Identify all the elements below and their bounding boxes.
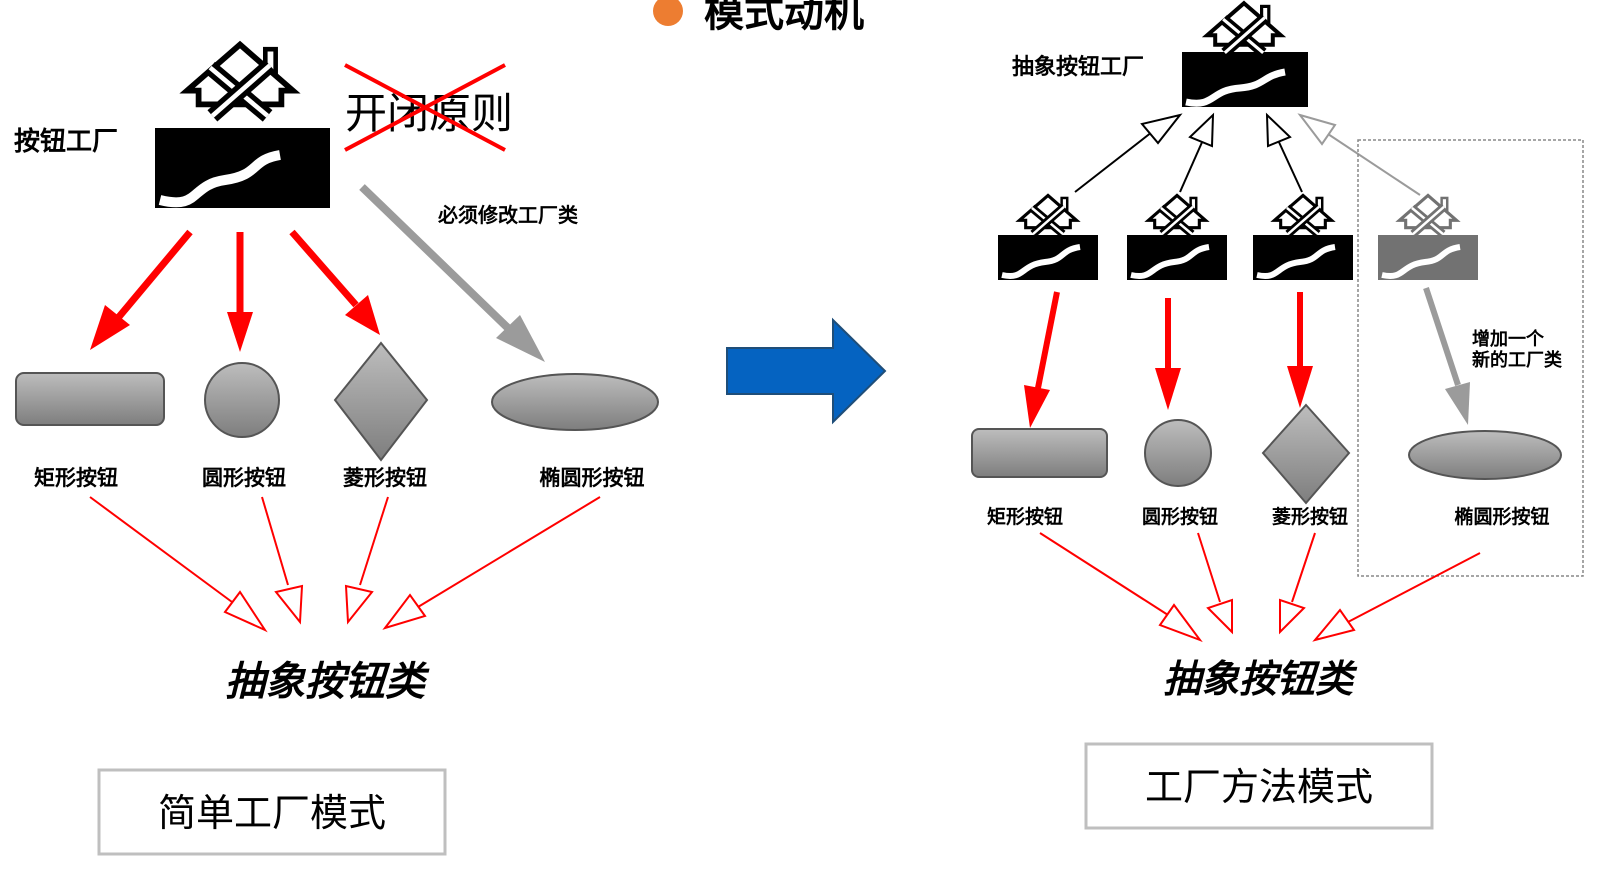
- left-diamond-button-shape: [333, 341, 429, 462]
- left-rectangle-button-shape: [15, 372, 165, 426]
- title-bullet-icon: [653, 0, 683, 26]
- right-inherit-arrows: [1039, 532, 1481, 643]
- right-caption-box: [1084, 742, 1434, 830]
- left-gray-arrow: [359, 184, 545, 362]
- left-factory-house-icon: [187, 45, 293, 116]
- left-ellipse-button-shape: [491, 373, 659, 431]
- left-inherit-arrows: [89, 496, 601, 633]
- page-title: 模式动机: [704, 0, 864, 36]
- right-button-label-0: 矩形按钮: [987, 505, 1063, 528]
- concrete-factory-4-new: [1378, 195, 1478, 280]
- concrete-factory-2: [1127, 195, 1227, 280]
- left-button-label-0: 矩形按钮: [34, 465, 118, 490]
- right-diamond-button-shape: [1261, 403, 1351, 505]
- right-up-arrows: [1074, 112, 1303, 193]
- left-button-label-2: 菱形按钮: [343, 465, 427, 490]
- right-rectangle-button-shape: [971, 428, 1108, 478]
- concrete-factory-1: [998, 195, 1098, 280]
- right-button-label-3: 椭圆形按钮: [1454, 505, 1549, 528]
- right-button-label-2: 菱形按钮: [1272, 505, 1348, 528]
- add-factory-note-line2: 新的工厂类: [1472, 349, 1563, 371]
- right-up-arrow-gray: [1297, 113, 1421, 196]
- left-circle-button-shape: [204, 362, 280, 438]
- left-button-label-3: 椭圆形按钮: [540, 465, 645, 490]
- right-red-arrows: [1024, 291, 1313, 428]
- left-caption: 简单工厂模式: [158, 791, 386, 835]
- cross-line-2: [344, 63, 506, 152]
- left-abstract-button-class: 抽象按钮类: [225, 659, 430, 705]
- right-circle-button-shape: [1144, 419, 1212, 487]
- must-modify-note: 必须修改工厂类: [437, 203, 578, 227]
- left-red-arrows: [90, 229, 380, 352]
- left-factory-label: 按钮工厂: [14, 126, 118, 157]
- right-abstract-factory-house-icon: [1207, 3, 1281, 53]
- right-caption: 工厂方法模式: [1145, 765, 1373, 809]
- right-ellipse-button-shape: [1408, 430, 1562, 480]
- transition-arrow-icon: [726, 317, 887, 425]
- right-abstract-button-class: 抽象按钮类: [1163, 657, 1358, 701]
- right-gray-arrow: [1423, 287, 1470, 425]
- right-abstract-factory: [1182, 3, 1308, 107]
- add-factory-note-line1: 增加一个: [1472, 328, 1545, 350]
- open-closed-principle-text: 开闭原则: [345, 89, 513, 138]
- concrete-factory-3: [1253, 195, 1353, 280]
- left-factory: [155, 45, 330, 208]
- new-factory-dashed-box: [1357, 139, 1584, 577]
- right-button-label-1: 圆形按钮: [1142, 505, 1218, 528]
- left-button-label-1: 圆形按钮: [202, 465, 286, 490]
- right-factory-label: 抽象按钮工厂: [1012, 54, 1144, 80]
- left-caption-box: [97, 768, 447, 856]
